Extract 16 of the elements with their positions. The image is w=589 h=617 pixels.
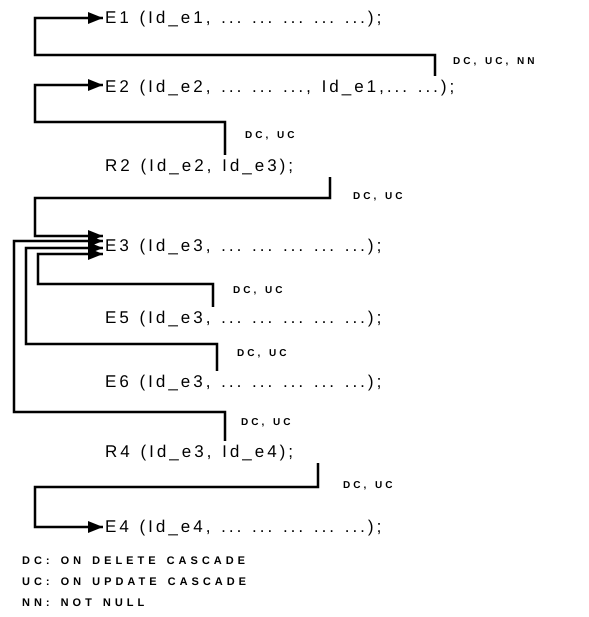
- relation-schema: E4 (Id_e4, ... ... ... ... ...);: [105, 516, 384, 538]
- relation-schema: E6 (Id_e3, ... ... ... ... ...);: [105, 371, 384, 393]
- arrow: [34, 79, 226, 155]
- relation-schema: E2 (Id_e2, ... ... ..., Id_e1,... ...);: [105, 76, 458, 98]
- arrow: [34, 463, 320, 533]
- relation-schema: E3 (Id_e3, ... ... ... ... ...);: [105, 235, 384, 257]
- arrow: [34, 12, 436, 76]
- relation-schema: R2 (Id_e2, Id_e3);: [105, 155, 296, 177]
- abbreviation-note: UC: ON UPDATE CASCADE: [22, 576, 250, 588]
- abbreviation-note: NN: NOT NULL: [22, 597, 148, 609]
- relation-schema: R4 (Id_e3, Id_e4);: [105, 441, 296, 463]
- arrow: [24, 242, 218, 371]
- arrow: [36, 248, 214, 307]
- relation-schema: E1 (Id_e1, ... ... ... ... ...);: [105, 7, 384, 29]
- abbreviation-note: DC: ON DELETE CASCADE: [22, 555, 250, 567]
- relation-schema: E5 (Id_e3, ... ... ... ... ...);: [105, 307, 384, 329]
